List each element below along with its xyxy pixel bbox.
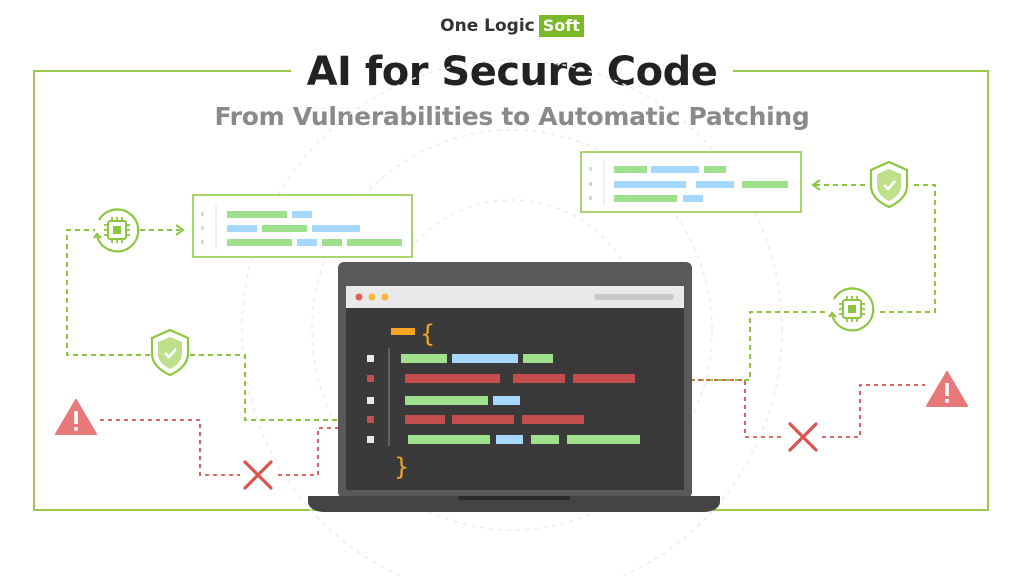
shield-check-icon bbox=[869, 160, 909, 209]
window-minimize-dot bbox=[368, 293, 376, 301]
brand-highlight: Soft bbox=[538, 15, 584, 37]
arrowhead-left bbox=[175, 224, 185, 236]
window-close-dot bbox=[355, 293, 363, 301]
window-maximize-dot bbox=[381, 293, 389, 301]
laptop-code: { } bbox=[367, 320, 640, 481]
code-card-top-right bbox=[580, 151, 802, 213]
arrowhead-right bbox=[811, 179, 821, 191]
red-flow-right bbox=[690, 379, 925, 438]
green-flow-left bbox=[66, 229, 355, 421]
x-mark-icon bbox=[788, 422, 818, 452]
warning-triangle-icon bbox=[55, 399, 97, 435]
laptop bbox=[308, 262, 720, 512]
code-card-top-left bbox=[192, 194, 413, 258]
brand-name: One Logic bbox=[440, 16, 535, 36]
title-wrap: AI for Secure Code bbox=[0, 44, 1024, 100]
shield-check-icon bbox=[150, 328, 190, 377]
x-mark-icon bbox=[243, 460, 273, 490]
ai-chip-icon bbox=[828, 287, 875, 332]
ai-chip-icon bbox=[93, 208, 140, 253]
code-brace-icon: { bbox=[420, 320, 435, 348]
green-flow-right bbox=[645, 184, 936, 381]
page-subtitle: From Vulnerabilities to Automatic Patchi… bbox=[214, 102, 810, 131]
brand-logo: One Logic Soft bbox=[0, 15, 1024, 37]
red-flow-left bbox=[100, 419, 345, 476]
page-title: AI for Secure Code bbox=[290, 44, 734, 100]
code-brace-close-icon: } bbox=[394, 453, 409, 481]
address-bar bbox=[594, 294, 674, 300]
warning-triangle-icon bbox=[926, 371, 968, 407]
